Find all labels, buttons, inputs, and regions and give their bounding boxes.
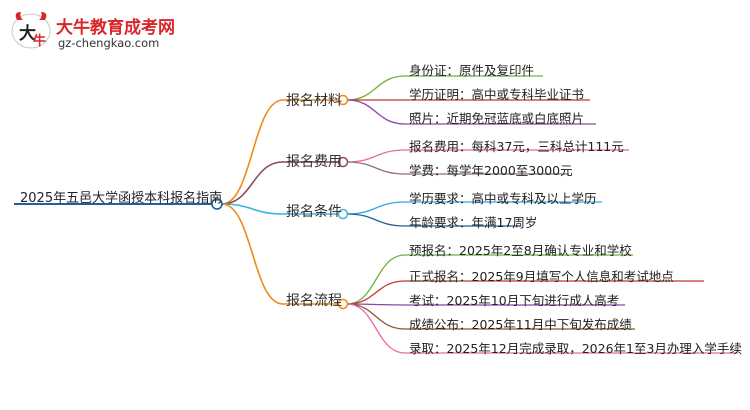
branch-node — [337, 156, 349, 168]
bull-logo-icon: 大 牛 — [11, 12, 51, 49]
branch-connector — [221, 161, 284, 205]
branch-process: 报名流程 — [286, 293, 342, 309]
leaf-connector — [346, 303, 406, 330]
leaf-connector — [346, 280, 406, 305]
svg-text:大: 大 — [19, 23, 36, 44]
leaf-registration-fee: 报名费用：每科37元，三科总计111元 — [409, 139, 624, 154]
leaf-exam: 考试：2025年10月下旬进行成人高考 — [409, 293, 620, 308]
leaf-formal-registration: 正式报名：2025年9月填写个人信息和考试地点 — [409, 269, 674, 284]
branch-node — [337, 298, 349, 310]
branch-connector — [221, 203, 284, 305]
branch-node — [337, 94, 349, 106]
brand-url: gz-chengkao.com — [58, 36, 160, 50]
leaf-connector — [346, 161, 406, 175]
leaf-education-requirement: 学历要求：高中或专科及以上学历 — [409, 191, 597, 206]
leaf-results: 成绩公布：2025年11月中下旬发布成绩 — [409, 317, 632, 332]
root-node — [211, 198, 223, 210]
branch-fees: 报名费用 — [286, 154, 342, 170]
branch-connector — [221, 99, 284, 205]
branch-node — [337, 208, 349, 220]
leaf-photo: 照片：近期免冠蓝底或白底照片 — [409, 111, 585, 126]
leaf-connector — [346, 149, 406, 163]
leaf-connector — [346, 213, 406, 227]
leaf-tuition: 学费：每学年2000至3000元 — [409, 163, 573, 178]
branch-connector — [221, 203, 284, 215]
branch-conditions: 报名条件 — [286, 204, 342, 220]
leaf-diploma: 学历证明：高中或专科毕业证书 — [409, 87, 585, 102]
brand-logo[interactable]: 大 牛 大牛教育成考网 gz-chengkao.com — [8, 6, 208, 56]
leaf-connector — [346, 201, 406, 215]
leaf-age-requirement: 年龄要求：年满17周岁 — [409, 215, 538, 230]
branch-materials: 报名材料 — [286, 93, 342, 109]
svg-text:牛: 牛 — [33, 33, 46, 49]
leaf-id-card: 身份证：原件及复印件 — [409, 63, 535, 78]
brand-name: 大牛教育成考网 — [56, 18, 175, 38]
leaf-pre-registration: 预报名：2025年2至8月确认专业和学校 — [409, 243, 632, 258]
leaf-connector — [346, 254, 406, 305]
root-topic: 2025年五邑大学函授本科报名指南 — [20, 191, 223, 206]
leaf-connector — [346, 75, 406, 101]
leaf-connector — [346, 99, 406, 125]
leaf-admission: 录取：2025年12月完成录取，2026年1至3月办理入学手续 — [409, 341, 742, 356]
leaf-connector — [346, 303, 406, 354]
